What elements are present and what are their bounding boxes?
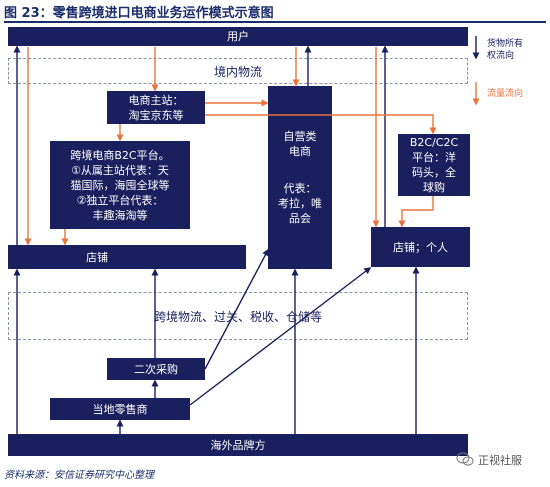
self-run-line1: 自营类 [283,130,317,143]
cross-border-logistics-label: 跨境物流、过关、税收、仓储等 [153,309,322,324]
legend-traffic-flow: 流量流向 [487,88,523,100]
cross-border-logistics-box: 跨境物流、过关、税收、仓储等 [8,292,468,340]
user-label: 用户 [227,30,249,43]
legend-goods-line1: 货物所有 [487,39,524,49]
store-personal-box: 店铺；个人 [371,227,470,267]
self-run-box: 自营类 电商 代表： 考拉，唯 品会 [268,86,332,269]
goods-arrow-purchase-self-run [204,248,269,370]
source-note: 资料来源：安信证券研究中心整理 [4,470,154,481]
legend-traffic-label: 流量流向 [487,89,524,99]
goods-arrow-retailer-store-personal [189,267,372,406]
cross-border-line4: ②独立平台代表： [76,193,164,207]
wechat-icon [456,452,474,466]
self-run-line3: 代表： [283,182,317,195]
traffic-arrow-b2c-c2c-store-personal [398,196,434,228]
ecommerce-main-box: 电商主站： 淘宝京东等 [107,91,205,124]
cross-border-line3: 猫国际，海囤全球等 [70,178,170,192]
store-personal-label: 店铺；个人 [393,240,448,254]
cross-border-platform-box: 跨境电商B2C平台。 ①从属主站代表：天 猫国际，海囤全球等 ②独立平台代表： … [50,141,190,229]
overseas-brand-box: 海外品牌方 [8,434,468,456]
domestic-logistics-label: 境内物流 [213,64,262,79]
b2c-c2c-line3: 码头，全 [412,166,456,179]
page-title: 图 23：零售跨境进口电商业务运作模式示意图 [4,6,274,21]
local-retailer-label: 当地零售商 [92,402,148,416]
self-run-line5: 品会 [289,212,311,225]
ecommerce-main-line2: 淘宝京东等 [128,108,184,122]
overseas-brand-label: 海外品牌方 [210,438,266,452]
store-box: 店铺 [8,245,246,269]
b2c-c2c-line4: 球购 [423,181,445,194]
b2c-c2c-line1: B2C/C2C [409,136,459,149]
store-label: 店铺 [86,250,108,264]
cross-border-line5: 丰趣海淘等 [92,208,148,222]
legend-goods-line2: 权流向 [487,51,515,61]
cross-border-line2: ①从属主站代表：天 [71,163,169,177]
b2c-c2c-line2: 平台：洋 [412,151,456,164]
secondary-purchase-box: 二次采购 [107,358,205,380]
watermark-text: 正视社服 [478,454,522,467]
b2c-c2c-box: B2C/C2C 平台：洋 码头，全 球购 [398,134,470,196]
cross-border-line1: 跨境电商B2C平台。 [70,148,170,162]
traffic-arrow-ecommerce-b2c-c2c [205,114,437,135]
self-run-line4: 考拉，唯 [278,197,322,210]
title-divider [4,21,546,23]
legend-goods-ownership: 货物所有 权流向 [487,38,523,62]
domestic-logistics-box: 境内物流 [8,58,468,84]
local-retailer-box: 当地零售商 [50,398,190,420]
secondary-purchase-label: 二次采购 [134,362,178,376]
self-run-line2: 电商 [289,145,311,158]
ecommerce-main-line1: 电商主站： [128,93,184,107]
user-box: 用户 [8,27,468,46]
